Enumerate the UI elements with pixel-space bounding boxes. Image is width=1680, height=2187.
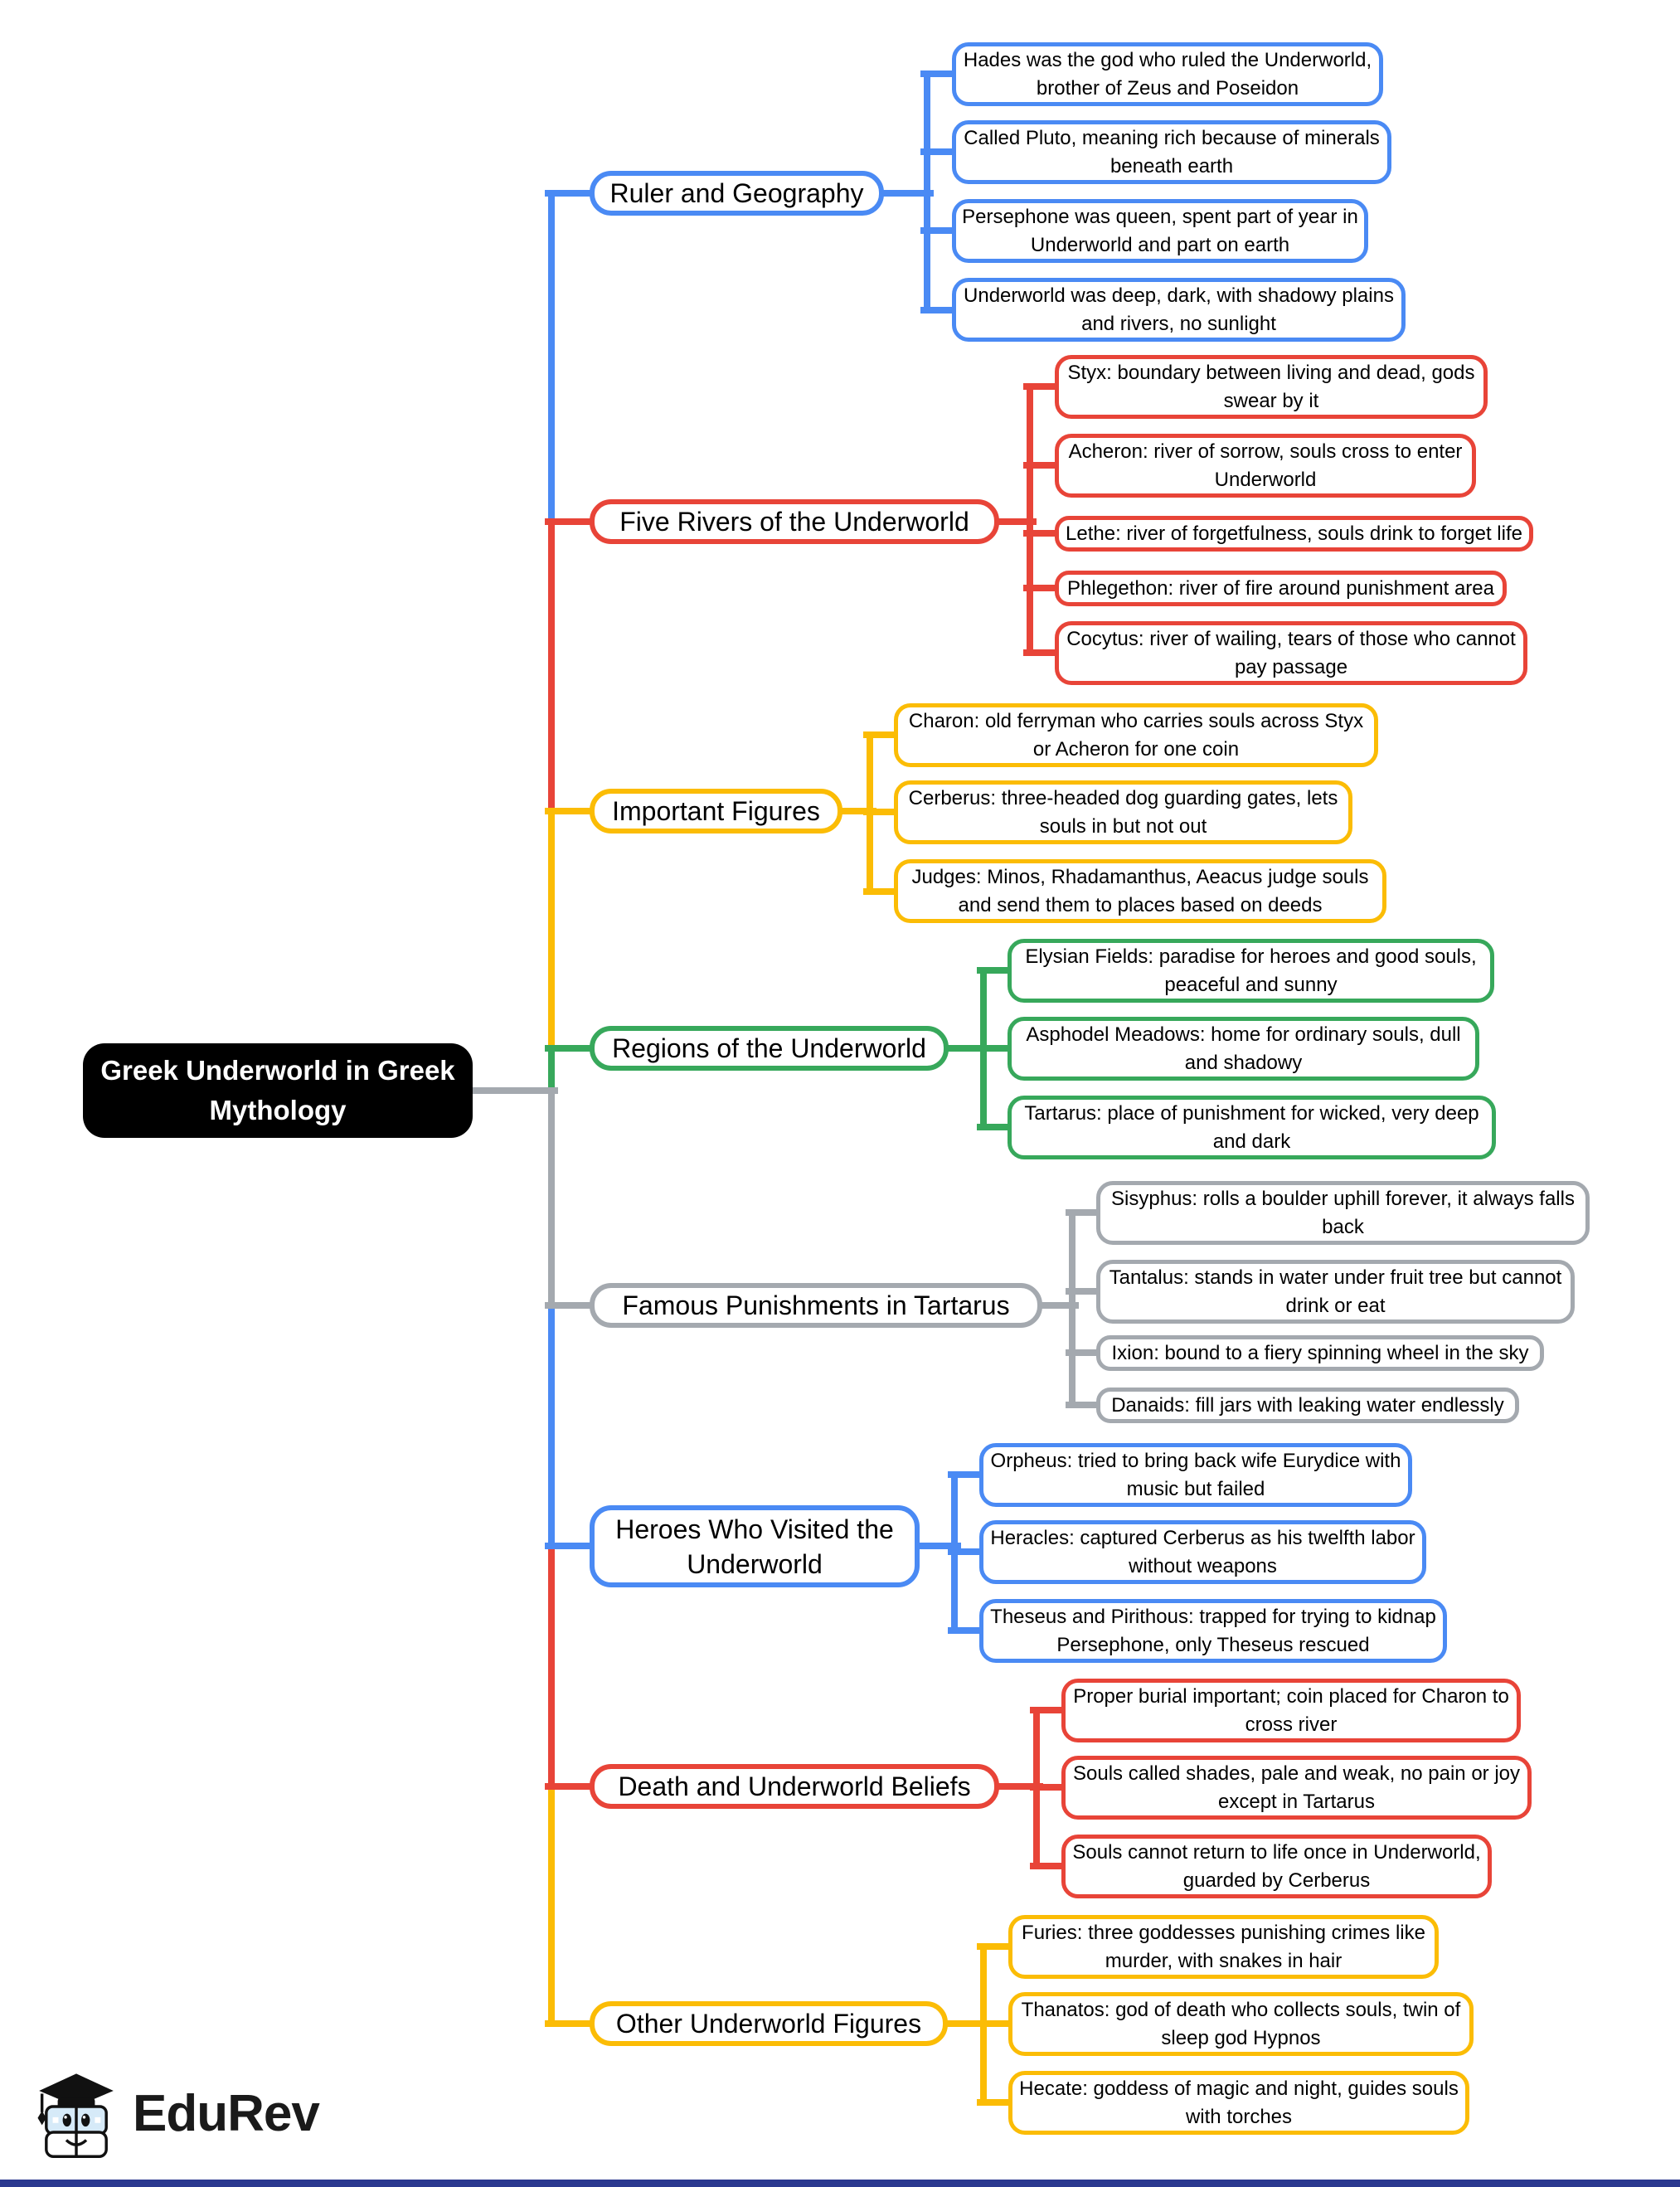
leaf-node: Sisyphus: rolls a boulder uphill forever… [1096, 1181, 1590, 1245]
edurev-logo-text: EduRev [133, 2084, 320, 2142]
leaf-node: Elysian Fields: paradise for heroes and … [1008, 939, 1494, 1003]
leaf-node: Phlegethon: river of fire around punishm… [1055, 571, 1507, 606]
leaf-node: Proper burial important; coin placed for… [1061, 1679, 1521, 1742]
leaf-node: Cerberus: three-headed dog guarding gate… [894, 780, 1352, 844]
branch-label-other-figures: Other Underworld Figures [590, 2001, 948, 2046]
edurev-mascot-icon [33, 2065, 119, 2162]
leaf-node: Souls called shades, pale and weak, no p… [1061, 1756, 1532, 1820]
leaf-node: Lethe: river of forgetfulness, souls dri… [1055, 516, 1533, 552]
leaf-node: Underworld was deep, dark, with shadowy … [952, 278, 1406, 342]
footer-accent-bar [0, 2180, 1680, 2187]
leaf-node: Tantalus: stands in water under fruit tr… [1096, 1260, 1575, 1324]
branch-label-death-beliefs: Death and Underworld Beliefs [590, 1764, 999, 1809]
leaf-node: Orpheus: tried to bring back wife Eurydi… [979, 1443, 1412, 1507]
leaf-node: Souls cannot return to life once in Unde… [1061, 1835, 1492, 1898]
leaf-node: Heracles: captured Cerberus as his twelf… [979, 1520, 1426, 1584]
leaf-node: Danaids: fill jars with leaking water en… [1096, 1388, 1519, 1423]
leaf-node: Cocytus: river of wailing, tears of thos… [1055, 621, 1527, 685]
branch-label-five-rivers: Five Rivers of the Underworld [590, 499, 999, 544]
leaf-node: Hades was the god who ruled the Underwor… [952, 42, 1383, 106]
branch-label-heroes: Heroes Who Visited the Underworld [590, 1505, 920, 1587]
central-topic: Greek Underworld in Greek Mythology [83, 1043, 473, 1138]
leaf-node: Persephone was queen, spent part of year… [952, 199, 1368, 263]
branch-label-famous-punishments: Famous Punishments in Tartarus [590, 1283, 1042, 1328]
leaf-node: Furies: three goddesses punishing crimes… [1008, 1915, 1439, 1979]
leaf-node: Theseus and Pirithous: trapped for tryin… [979, 1599, 1447, 1663]
branch-label-ruler-and-geography: Ruler and Geography [590, 171, 884, 216]
leaf-node: Called Pluto, meaning rich because of mi… [952, 120, 1391, 184]
branch-label-important-figures: Important Figures [590, 789, 842, 833]
leaf-node: Asphodel Meadows: home for ordinary soul… [1008, 1017, 1479, 1081]
leaf-node: Charon: old ferryman who carries souls a… [894, 703, 1378, 767]
leaf-node: Ixion: bound to a fiery spinning wheel i… [1096, 1335, 1544, 1371]
leaf-node: Styx: boundary between living and dead, … [1055, 355, 1488, 419]
leaf-node: Tartarus: place of punishment for wicked… [1008, 1096, 1496, 1159]
branch-label-regions: Regions of the Underworld [590, 1026, 949, 1071]
leaf-node: Thanatos: god of death who collects soul… [1008, 1992, 1474, 2056]
leaf-node: Judges: Minos, Rhadamanthus, Aeacus judg… [894, 859, 1386, 923]
leaf-node: Acheron: river of sorrow, souls cross to… [1055, 434, 1476, 498]
edurev-logo: EduRev [33, 2065, 320, 2162]
leaf-node: Hecate: goddess of magic and night, guid… [1008, 2071, 1469, 2135]
